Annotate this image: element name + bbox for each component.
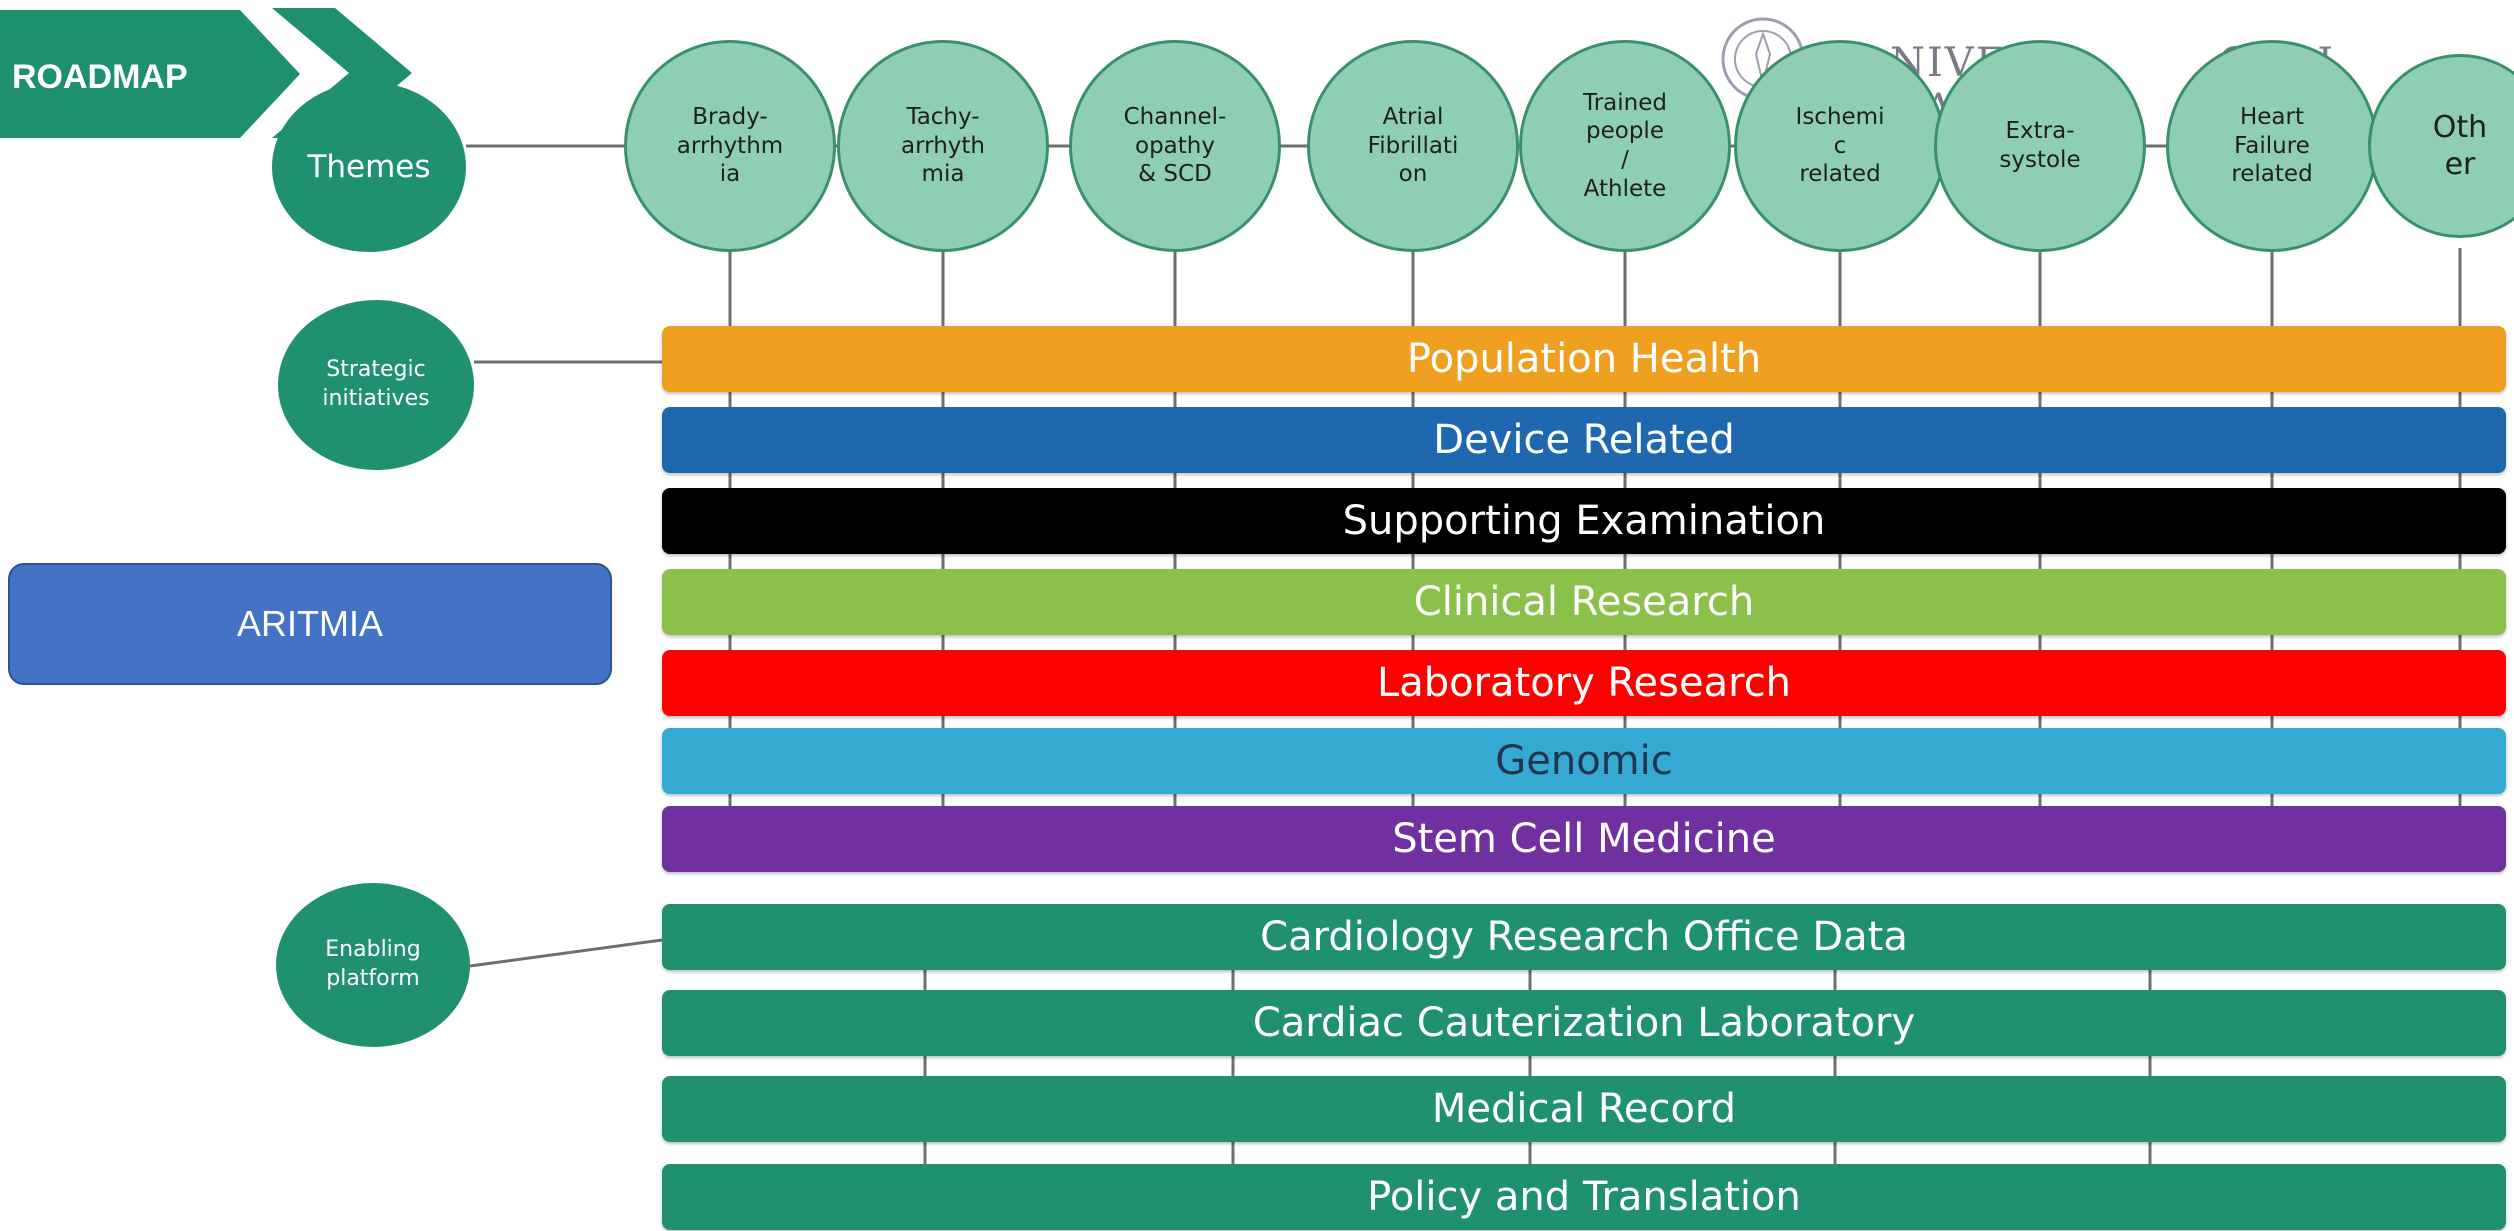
theme-circle: Extra- systole xyxy=(1934,40,2146,252)
theme-circle: Trained people / Athlete xyxy=(1519,40,1731,252)
theme-circle: Atrial Fibrillati on xyxy=(1307,40,1519,252)
bar-label: Medical Record xyxy=(1431,1086,1737,1132)
theme-label: Trained people / Athlete xyxy=(1583,89,1667,202)
bar-label: Policy and Translation xyxy=(1367,1174,1801,1220)
bar-label: Clinical Research xyxy=(1413,579,1755,625)
strategic-initiative-bar: Clinical Research xyxy=(662,569,2506,635)
strategic-initiative-bar: Stem Cell Medicine xyxy=(662,806,2506,872)
strategic-initiative-bar: Supporting Examination xyxy=(662,488,2506,554)
enabling-platform-bar: Medical Record xyxy=(662,1076,2506,1142)
theme-label: Oth er xyxy=(2432,109,2488,183)
aritmia-box: ARITMIA xyxy=(8,563,612,685)
roadmap-banner: ROADMAP xyxy=(0,10,300,138)
bar-label: Genomic xyxy=(1495,738,1673,784)
strategic-initiatives-label: Strategic initiatives xyxy=(278,300,474,470)
theme-circle: Tachy- arrhyth mia xyxy=(837,40,1049,252)
theme-label: Ischemi c related xyxy=(1795,103,1885,188)
bar-label: Cardiology Research Office Data xyxy=(1260,914,1908,960)
enabling-platform-bar: Cardiology Research Office Data xyxy=(662,904,2506,970)
theme-label: Heart Failure related xyxy=(2231,103,2313,188)
theme-circle: Channel- opathy & SCD xyxy=(1069,40,1281,252)
theme-label: Extra- systole xyxy=(1999,118,2081,173)
theme-label: Tachy- arrhyth mia xyxy=(901,103,985,188)
theme-circle: Heart Failure related xyxy=(2166,40,2378,252)
bar-label: Laboratory Research xyxy=(1376,660,1792,706)
theme-label: Channel- opathy & SCD xyxy=(1123,103,1227,188)
strategic-initiative-bar: Device Related xyxy=(662,407,2506,473)
theme-circle: Oth er xyxy=(2368,54,2514,238)
bar-label: Supporting Examination xyxy=(1342,498,1826,544)
roadmap-title: ROADMAP xyxy=(12,58,188,96)
theme-circle: Brady- arrhythm ia xyxy=(624,40,836,252)
bar-label: Population Health xyxy=(1406,336,1762,382)
bar-label: Stem Cell Medicine xyxy=(1392,816,1776,862)
strategic-initiative-bar: Genomic xyxy=(662,728,2506,794)
theme-label: Atrial Fibrillati on xyxy=(1367,103,1459,188)
strategic-initiative-bar: Population Health xyxy=(662,326,2506,392)
theme-label: Brady- arrhythm ia xyxy=(676,103,784,188)
enabling-platform-bar: Cardiac Cauterization Laboratory xyxy=(662,990,2506,1056)
enabling-platform-bar: Policy and Translation xyxy=(662,1164,2506,1230)
enabling-connector-line xyxy=(469,938,663,968)
enabling-platform-label: Enabling platform xyxy=(276,883,470,1047)
aritmia-label: ARITMIA xyxy=(236,603,383,644)
themes-label: Themes xyxy=(272,82,466,252)
strategic-initiative-bar: Laboratory Research xyxy=(662,650,2506,716)
bar-label: Device Related xyxy=(1433,417,1735,463)
bar-label: Cardiac Cauterization Laboratory xyxy=(1252,1000,1916,1046)
theme-circle: Ischemi c related xyxy=(1734,40,1946,252)
